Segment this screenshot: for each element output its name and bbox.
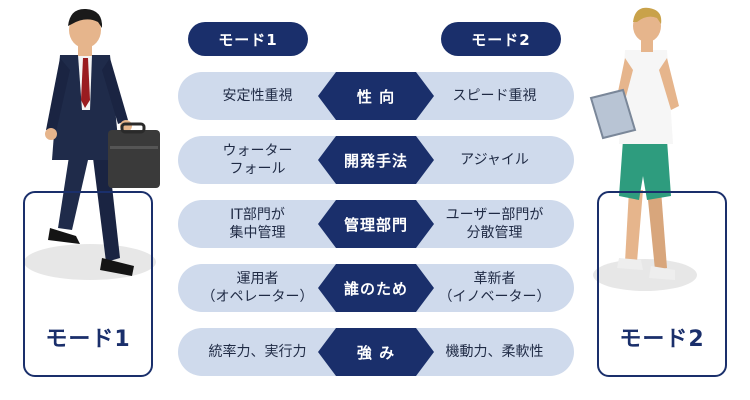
casual-man-illustration: [589, 7, 697, 291]
criterion-label: 開発手法: [318, 136, 434, 184]
mode1-header-pill: モード1: [188, 22, 308, 56]
criterion-label: 誰のため: [318, 264, 434, 312]
comparison-row-development-method: ウォーター フォール アジャイル 開発手法: [178, 136, 574, 184]
mode1-box: モード1: [23, 191, 153, 377]
mode2-value: アジャイル: [409, 136, 574, 184]
mode1-value: 運用者 （オペレーター）: [178, 264, 343, 312]
mode1-value: IT部門が 集中管理: [178, 200, 343, 248]
comparison-row-for-whom: 運用者 （オペレーター） 革新者 （イノベーター） 誰のため: [178, 264, 574, 312]
criterion-label: 強 み: [318, 328, 434, 376]
mode2-value: スピード重視: [409, 72, 574, 120]
mode1-value: 安定性重視: [178, 72, 343, 120]
comparison-row-orientation: 安定性重視 スピード重視 性 向: [178, 72, 574, 120]
mode1-box-label: モード1: [45, 327, 131, 352]
criterion-label: 性 向: [318, 72, 434, 120]
mode2-value: 機動力、柔軟性: [409, 328, 574, 376]
mode2-header-pill: モード2: [441, 22, 561, 56]
mode2-box: モード2: [597, 191, 727, 377]
mode2-value: ユーザー部門が 分散管理: [409, 200, 574, 248]
criterion-label: 管理部門: [318, 200, 434, 248]
comparison-row-strengths: 統率力、実行力 機動力、柔軟性 強 み: [178, 328, 574, 376]
comparison-row-management: IT部門が 集中管理 ユーザー部門が 分散管理 管理部門: [178, 200, 574, 248]
businessman-illustration: [24, 8, 160, 280]
mode1-value: 統率力、実行力: [178, 328, 343, 376]
mode2-value: 革新者 （イノベーター）: [409, 264, 574, 312]
mode1-value: ウォーター フォール: [178, 136, 343, 184]
mode2-box-label: モード2: [619, 327, 705, 352]
